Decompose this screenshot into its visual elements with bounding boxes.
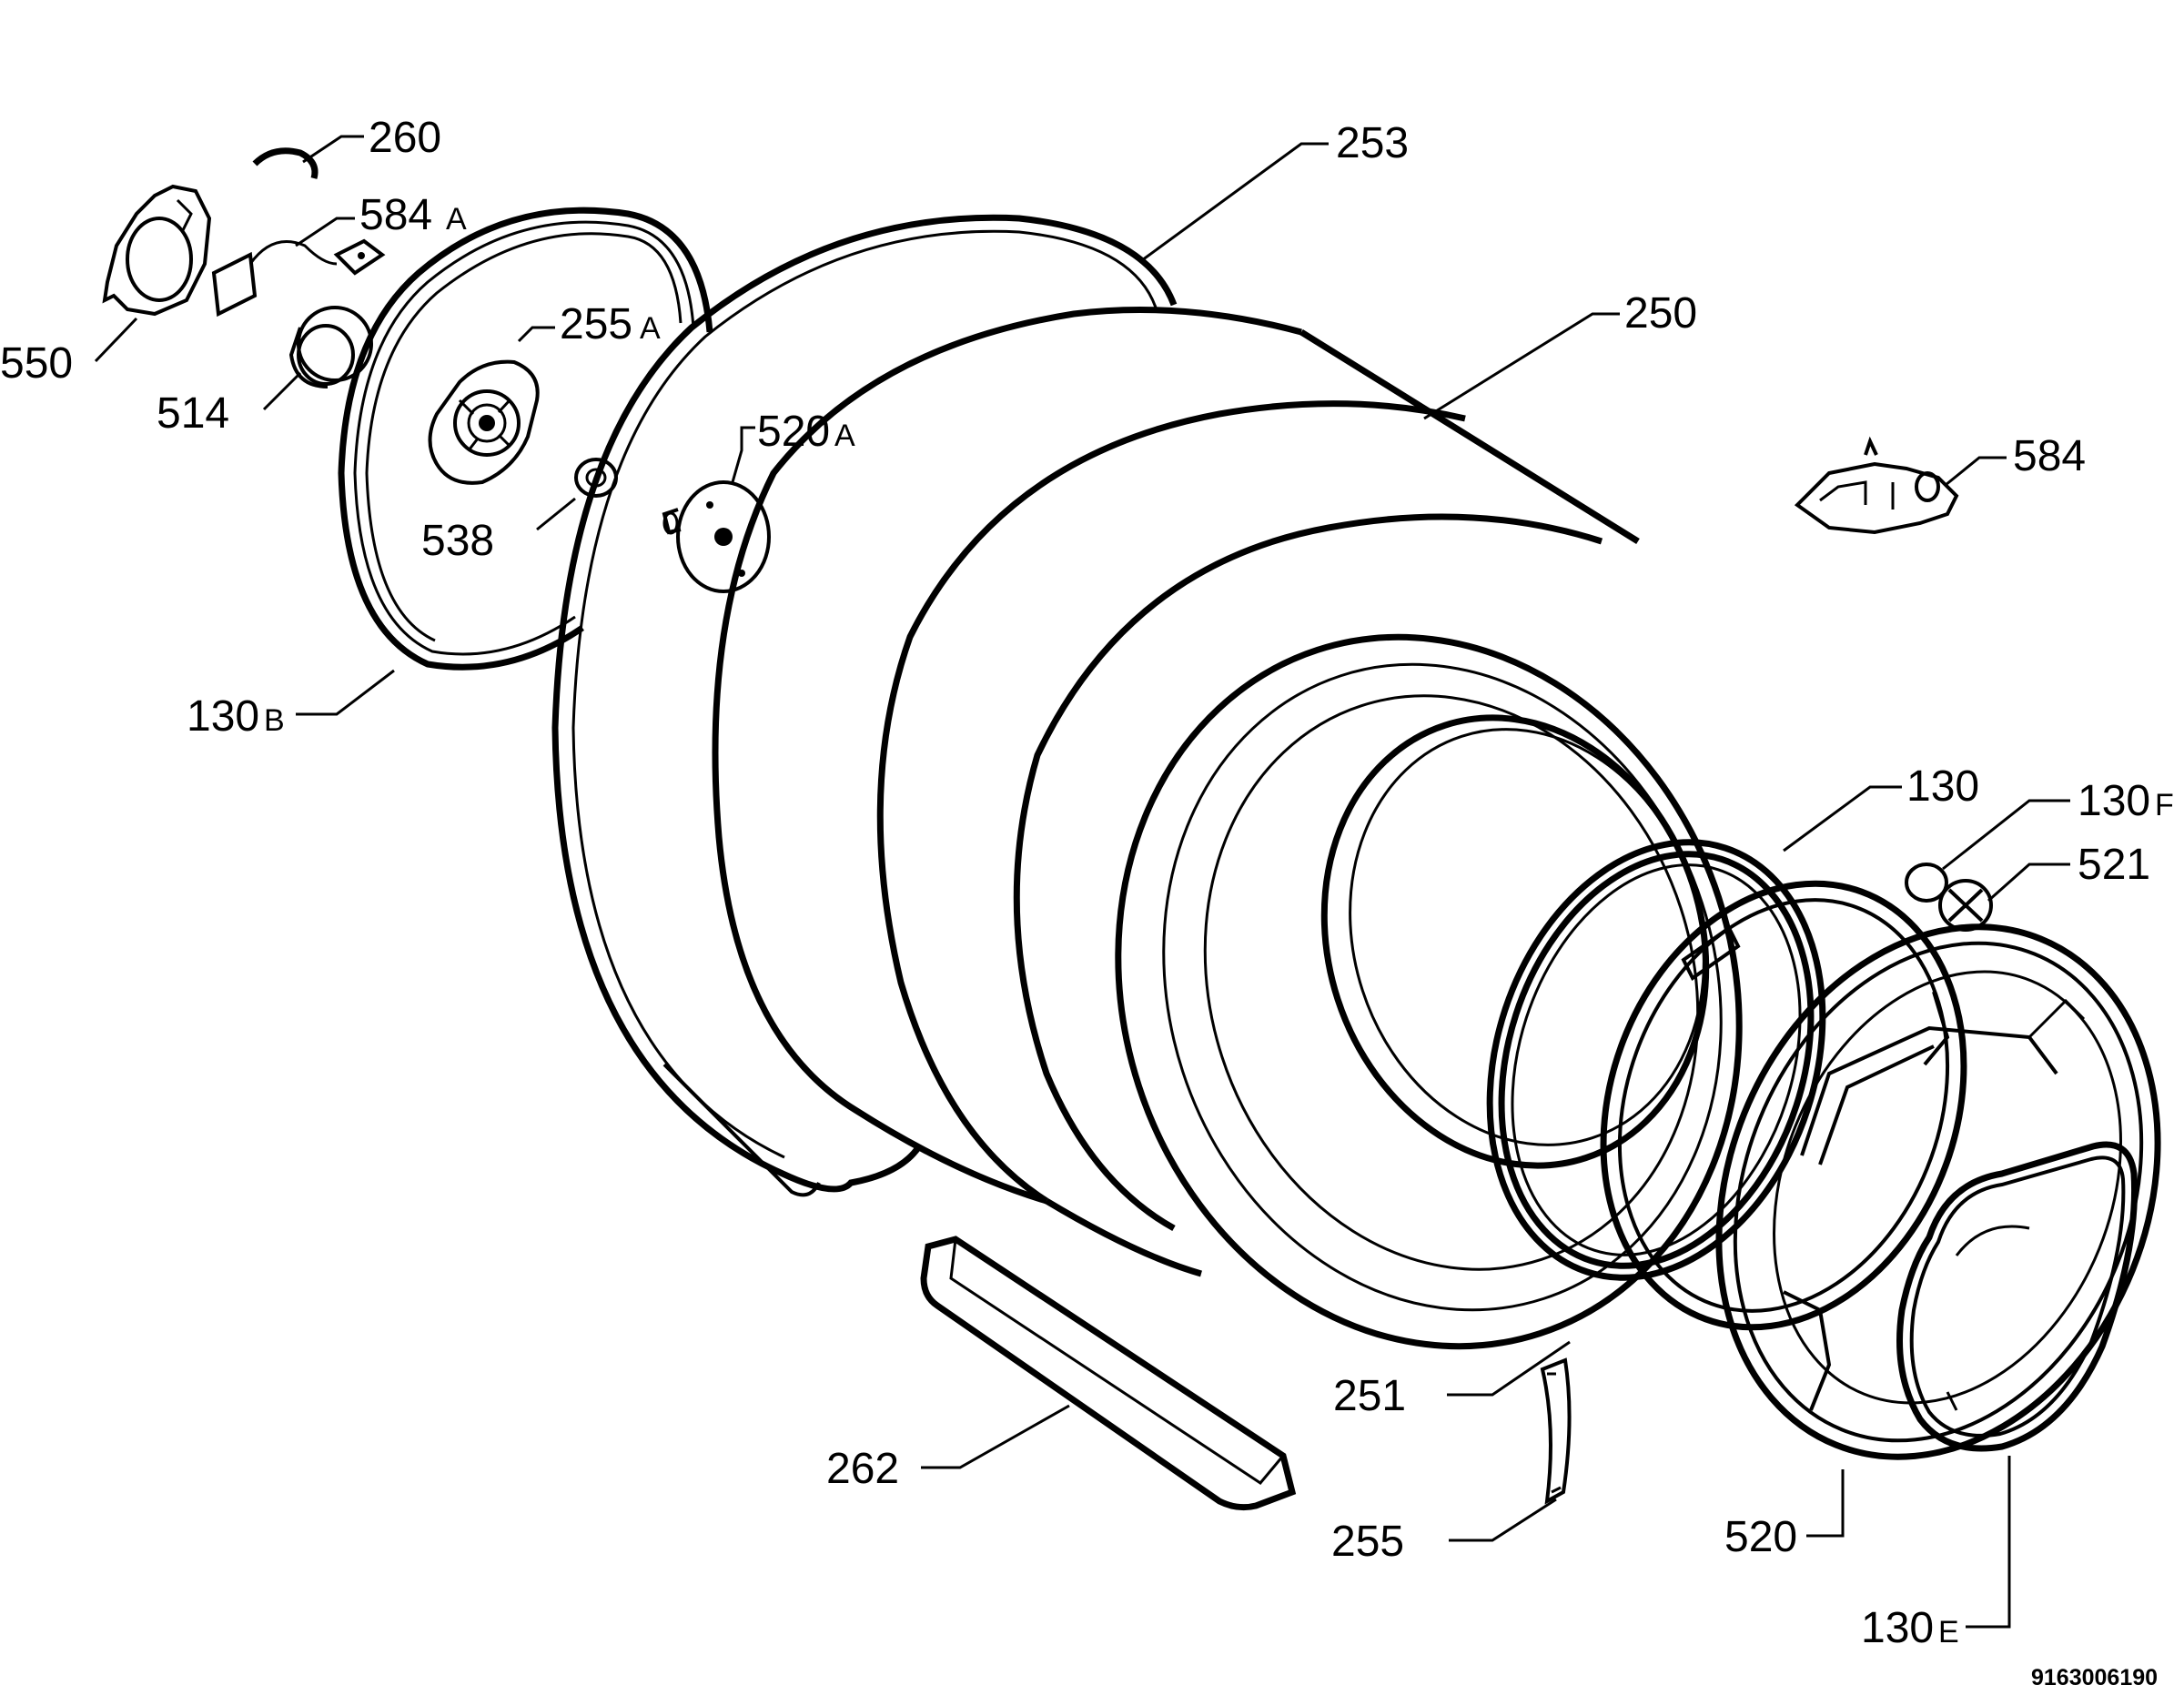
part-260-clip: [252, 147, 318, 179]
label-521: 521: [2078, 841, 2150, 889]
label-130: 130: [1906, 762, 1979, 811]
part-255a-hub-plate: [428, 359, 540, 485]
label-255: 255: [1331, 1518, 1404, 1566]
label-255a: 255: [560, 300, 632, 348]
label-520a: 520: [757, 408, 830, 456]
part-255-paddle-clip: [1540, 1357, 1572, 1505]
label-255a-suffix: A: [640, 311, 661, 346]
part-262-support-bar: [920, 1236, 1297, 1511]
label-253: 253: [1336, 119, 1409, 167]
part-520a-shaft-flange: [662, 480, 771, 593]
label-130b: 130: [187, 692, 259, 741]
label-130f-suffix: F: [2155, 788, 2174, 822]
part-550-bearing-bracket: [102, 184, 212, 317]
label-130e-suffix: E: [1938, 1615, 1959, 1650]
part-labels: 260 253 584 A 550 255 A 250 514 520 A 58…: [0, 114, 2174, 1690]
part-584-sensor-bracket: [1794, 436, 1959, 535]
part-584a-sensor: [211, 238, 386, 318]
leader-lines: [94, 135, 2070, 1629]
drawing-code: 9163006190: [2031, 1665, 2158, 1690]
label-584a-suffix: A: [446, 202, 467, 237]
label-550: 550: [0, 339, 73, 388]
label-584a: 584: [359, 191, 432, 239]
part-250-drum: [712, 307, 1743, 1350]
part-130f-oring: [1905, 863, 1948, 903]
part-130-front-seal: [1486, 839, 1826, 1281]
part-130b-rear-seal: [338, 207, 713, 671]
label-520a-suffix: A: [834, 419, 855, 453]
label-130f: 130: [2078, 777, 2150, 825]
part-130e-door-seal: [1896, 1141, 2138, 1452]
label-130e: 130: [1861, 1604, 1934, 1652]
label-514: 514: [157, 389, 229, 438]
label-262: 262: [826, 1445, 899, 1493]
label-584: 584: [2013, 432, 2086, 480]
part-514-bearing-sleeve: [288, 306, 373, 388]
part-251-front-ring: [1600, 880, 1967, 1331]
part-521-cross-cap: [1938, 879, 1993, 932]
part-520-front-frame: [1715, 923, 2161, 1460]
label-130b-suffix: B: [264, 703, 285, 738]
label-250: 250: [1624, 289, 1697, 338]
label-260: 260: [369, 114, 441, 162]
label-251: 251: [1333, 1372, 1406, 1420]
label-520: 520: [1724, 1513, 1797, 1561]
part-253-rear-casing: [551, 214, 1178, 1197]
label-538: 538: [421, 517, 494, 565]
